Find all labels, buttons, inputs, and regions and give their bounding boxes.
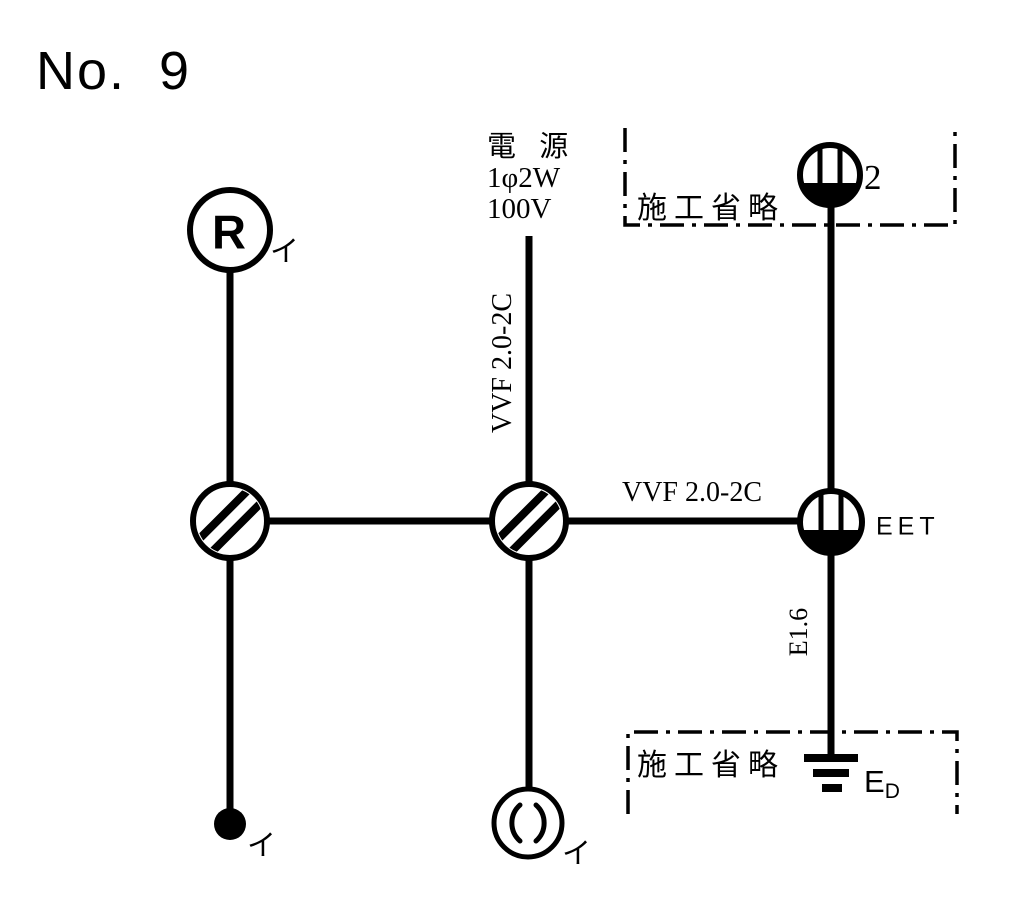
joint-box-left-symbol (190, 481, 270, 561)
construction-omitted-box-top (623, 128, 957, 227)
ground-label: ED (864, 764, 900, 804)
outlet-eet-symbol (797, 488, 865, 556)
cable-label-horizontal: VVF 2.0-2C (621, 477, 763, 508)
ground-label-sub: D (884, 780, 900, 803)
cable-label-vertical: VVF 2.0-2C (487, 292, 518, 434)
construction-omitted-box-bottom (626, 730, 959, 814)
power-source-line1: 電 源 (487, 131, 577, 163)
lamp-receptacle-symbol (187, 187, 273, 273)
page-title: No. 9 (36, 41, 192, 101)
switch-symbol (214, 808, 246, 840)
lamp-receptacle-letter: R (212, 205, 246, 259)
lamp-receptacle-circuit-label: イ (270, 236, 300, 268)
construction-omitted-label-bottom: 施工省略 (637, 749, 785, 782)
outlet-eet-label: EET (876, 512, 940, 541)
outlet-2-symbol (797, 142, 863, 208)
power-source-label: 電 源 1φ2W 100V (487, 132, 576, 225)
outlet-count-label: 2 (864, 158, 882, 197)
ceiling-rosette-circuit-label: イ (562, 838, 592, 870)
ground-conductor-label: E1.6 (784, 607, 813, 657)
ground-symbol (804, 754, 858, 792)
switch-circuit-label: イ (247, 830, 277, 862)
ground-label-main: E (864, 764, 885, 799)
power-source-line2: 1φ2W (487, 162, 561, 194)
construction-omitted-label-top: 施工省略 (637, 192, 785, 225)
joint-box-center-symbol (489, 481, 569, 561)
power-source-line3: 100V (487, 193, 552, 225)
ceiling-rosette-symbol (491, 786, 565, 860)
